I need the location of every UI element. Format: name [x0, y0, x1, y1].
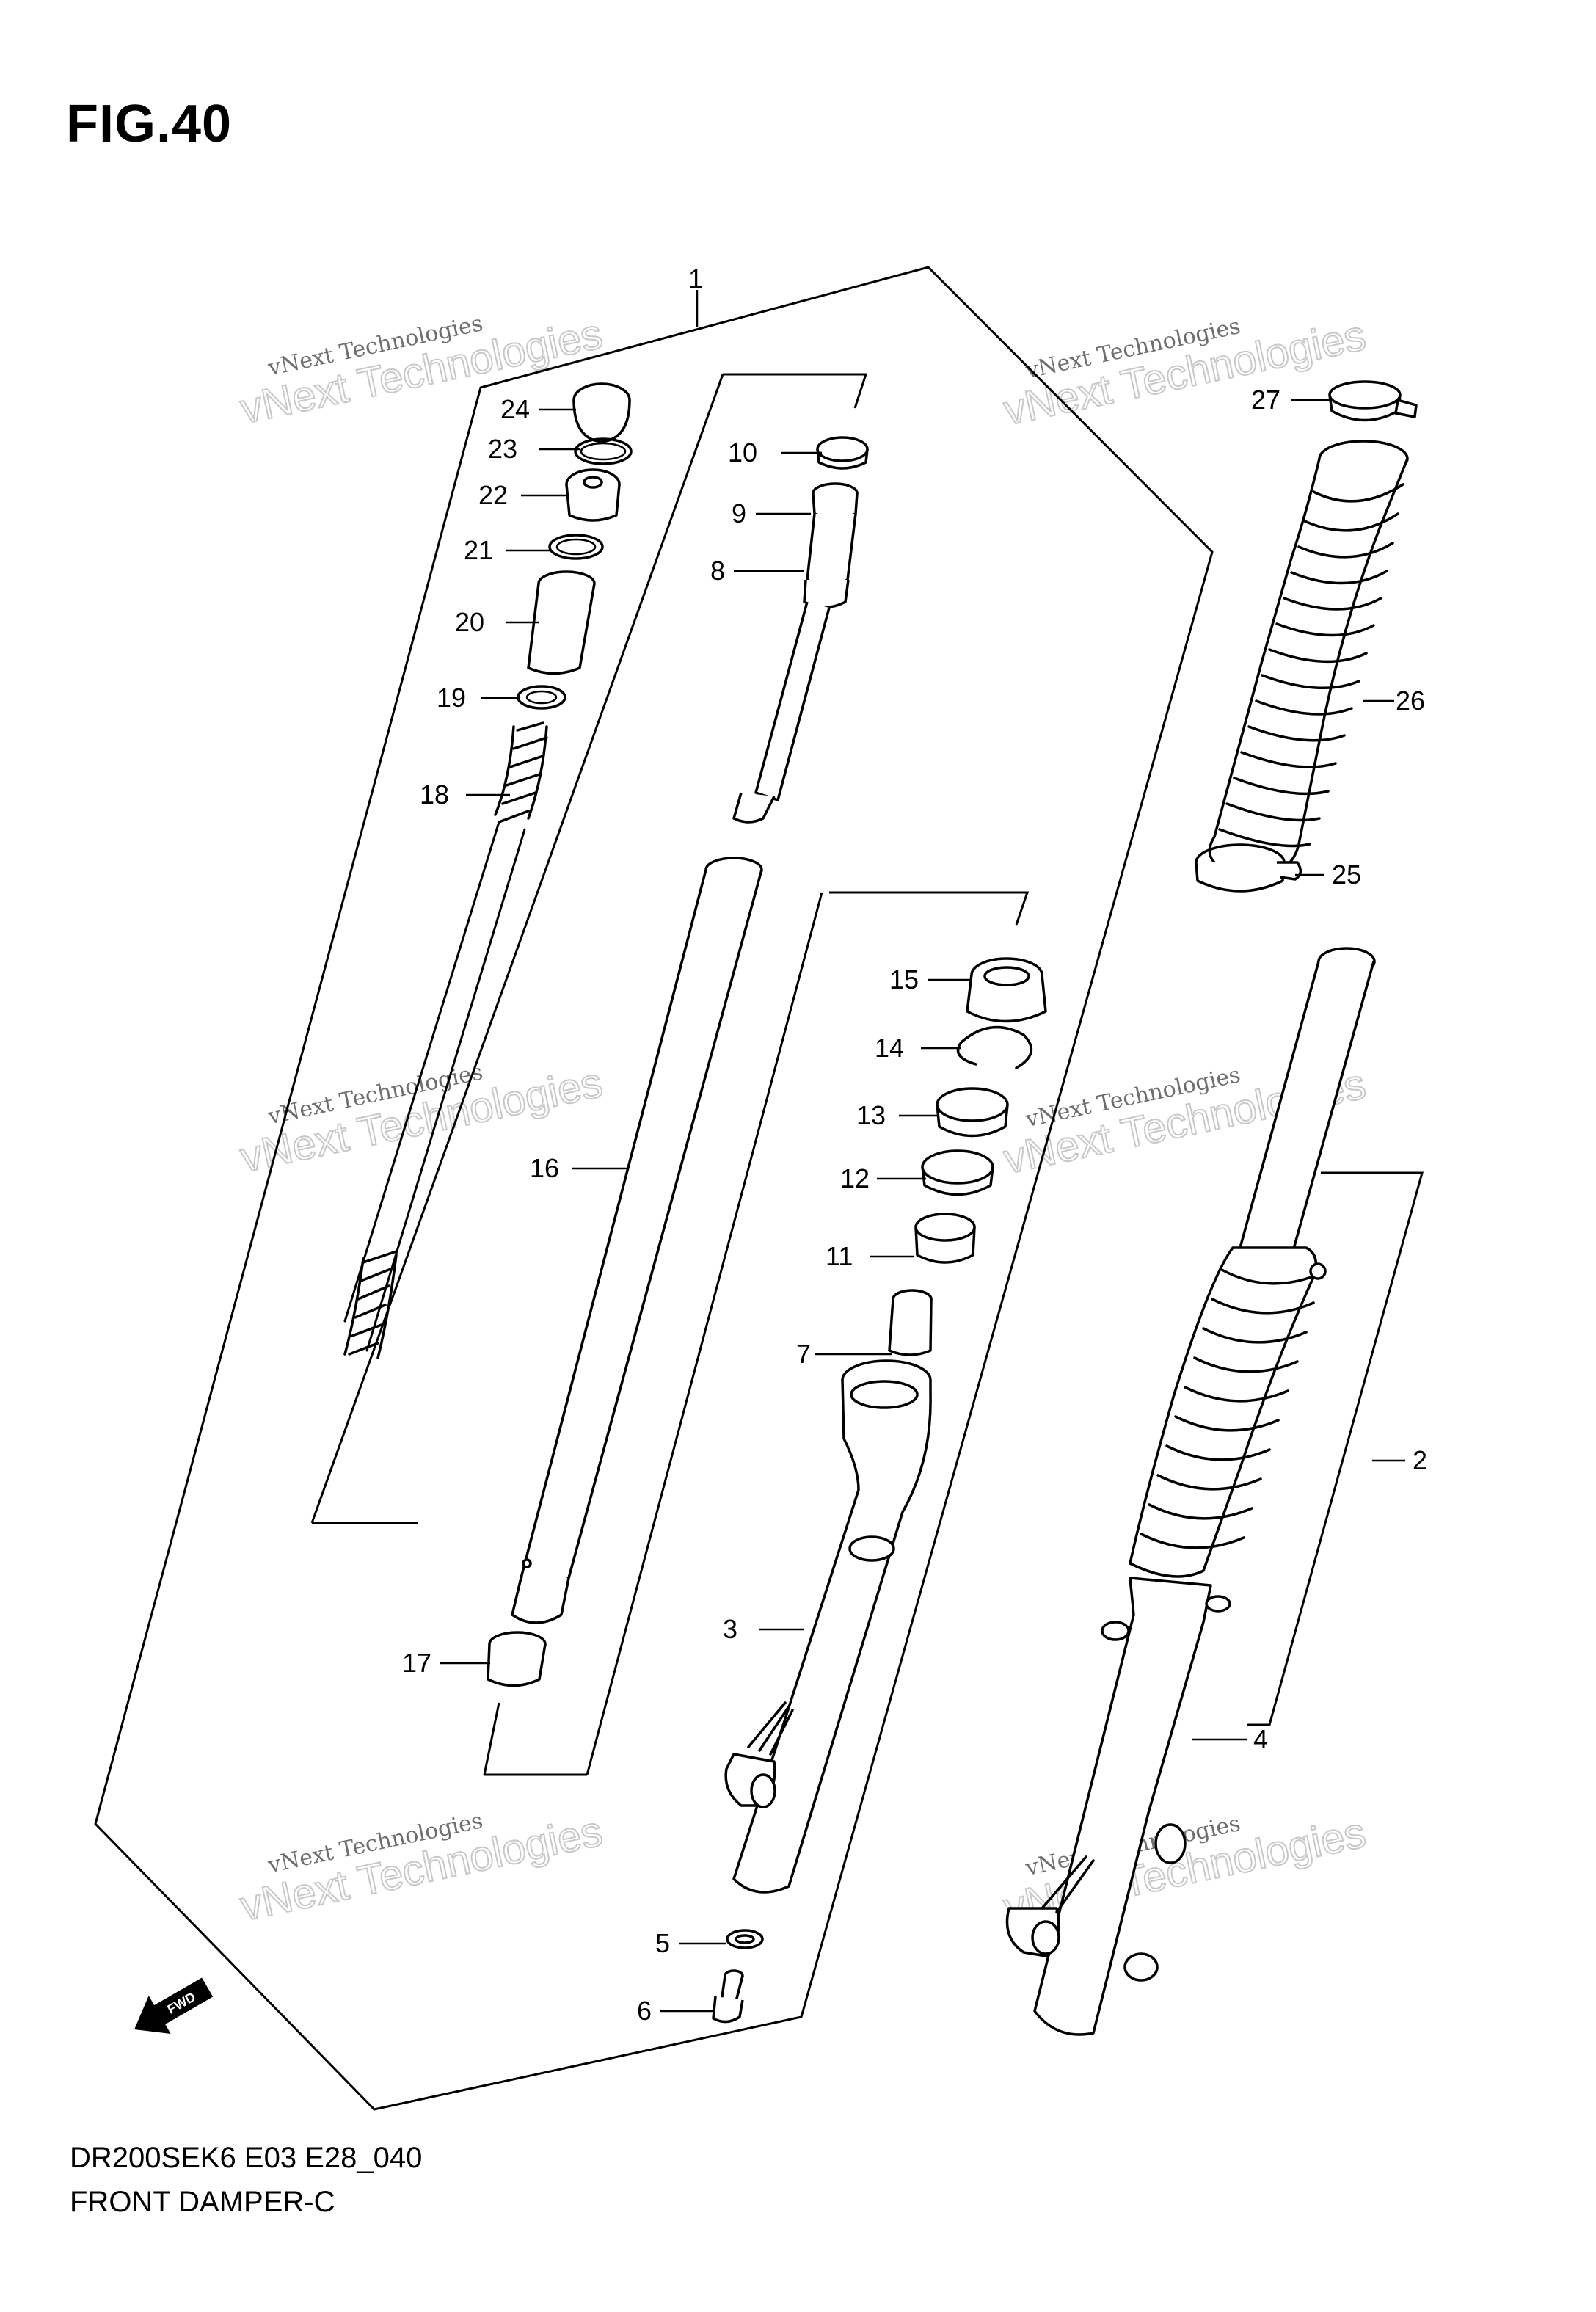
part-10-ring: [816, 436, 869, 470]
sub-frame-seal-set: [829, 891, 1030, 926]
part-13-oil-seal-washer: [936, 1087, 1009, 1138]
part-21-o-ring: [548, 534, 604, 560]
callout-4: 4: [1253, 1724, 1268, 1754]
part-25-boot-clamp: [1195, 843, 1302, 893]
callout-17: 17: [402, 1648, 431, 1678]
callout-3: 3: [723, 1614, 737, 1644]
part-20-spacer: [527, 570, 596, 675]
assembly-frame-1: [94, 266, 1214, 2111]
part-23-circlip: [574, 437, 633, 465]
part-7-oil-lock-piece: [888, 1289, 933, 1356]
assembly-frames: [94, 266, 1424, 2111]
part-8-damper-rod: [732, 482, 859, 824]
model-code-label: DR200SEK6 E03 E28_040: [70, 2142, 423, 2174]
callout-26: 26: [1396, 686, 1425, 716]
watermark-top-left: vNext Technologies vNext Technologies: [236, 309, 607, 434]
callout-25: 25: [1332, 859, 1361, 890]
parts: [343, 380, 1418, 2036]
callout-16: 16: [530, 1153, 559, 1183]
callout-27: 27: [1251, 385, 1280, 415]
callout-10: 10: [728, 437, 757, 468]
callout-22: 22: [478, 480, 508, 510]
figure-name-label: FRONT DAMPER-C: [70, 2186, 335, 2218]
callout-13: 13: [856, 1100, 886, 1130]
sub-frame-right-fork: [1247, 1171, 1424, 1726]
callout-23: 23: [488, 434, 517, 464]
part-5-gasket: [726, 1929, 764, 1949]
figure-title: FIG.40: [66, 95, 233, 153]
callout-7: 7: [796, 1339, 811, 1369]
sub-frame-inner-tube-right: [586, 892, 823, 1775]
part-3-outer-tube: [724, 1359, 932, 1894]
watermark-top-right: vNext Technologies vNext Technologies: [999, 310, 1370, 435]
callout-24: 24: [500, 394, 530, 424]
callout-9: 9: [732, 498, 746, 528]
callout-leaders: [440, 290, 1405, 2013]
part-15-oil-seal: [966, 957, 1047, 1023]
callout-14: 14: [875, 1033, 904, 1063]
callout-2: 2: [1413, 1445, 1427, 1475]
part-14-stopper-ring: [956, 1025, 1033, 1069]
callout-11: 11: [826, 1241, 853, 1271]
callout-21: 21: [464, 535, 493, 565]
part-17-slide-metal: [487, 1631, 547, 1687]
watermark-bottom-left: vNext Technologies vNext Technologies: [236, 1806, 607, 1931]
part-12-guide-metal: [921, 1149, 994, 1196]
part-6-bolt: [712, 1969, 744, 2024]
fwd-direction-arrow: FWD: [134, 1977, 214, 2034]
callout-15: 15: [889, 964, 919, 995]
sub-frame-fork-pipe: [723, 373, 868, 409]
part-22-plug: [565, 468, 621, 522]
callout-6: 6: [637, 1996, 652, 2026]
part-16-fork-pipe: [511, 857, 763, 1624]
part-26-fork-boot: [1208, 440, 1409, 879]
callout-12: 12: [840, 1163, 870, 1193]
sub-frame-fork-pipe-edge: [310, 374, 724, 1524]
callout-5: 5: [655, 1928, 670, 1958]
part-19-washer: [517, 685, 566, 710]
callout-8: 8: [710, 556, 725, 586]
part-18-spring: [343, 721, 548, 1359]
part-27-boot-clamp: [1328, 380, 1418, 422]
callout-numbers: 1 2 3 4 5 6 7 8 9 10 11 12 13 14 15 16 1…: [402, 263, 1427, 2026]
part-24-cap-bolt: [572, 382, 631, 443]
part-2-front-fork-assembly: [1005, 947, 1376, 2036]
callout-19: 19: [437, 683, 466, 713]
sub-frame-inner-tube-left: [483, 1702, 500, 1775]
callout-18: 18: [420, 779, 449, 810]
callout-20: 20: [455, 607, 484, 637]
part-11-bushing: [914, 1213, 976, 1264]
callout-1: 1: [688, 263, 703, 294]
